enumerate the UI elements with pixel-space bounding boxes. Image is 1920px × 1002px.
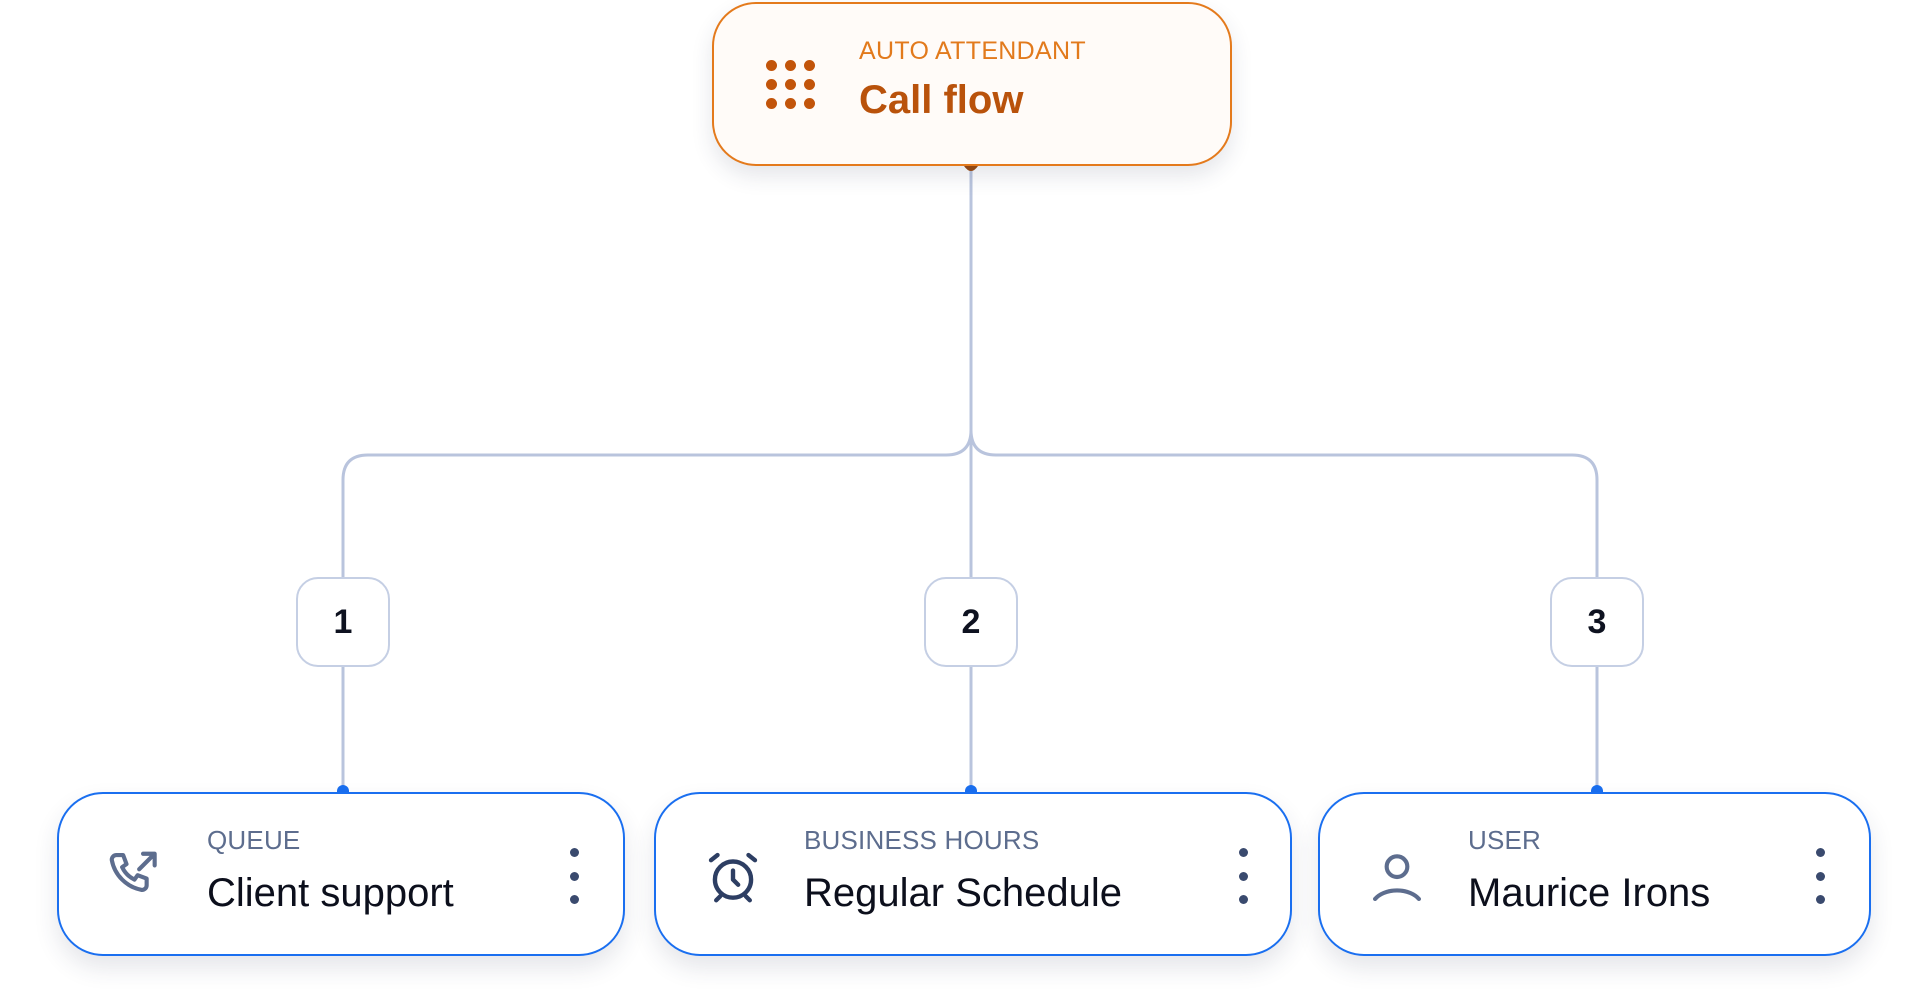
branch-key-badge-2[interactable]: 2	[924, 577, 1018, 667]
connector-anchor	[965, 785, 977, 793]
node-type-label: BUSINESS HOURS	[804, 825, 1040, 855]
connector-anchor	[1591, 785, 1603, 793]
kebab-menu-icon[interactable]	[1808, 848, 1832, 904]
branch-key-badge-1[interactable]: 1	[296, 577, 390, 667]
kebab-menu-icon[interactable]	[562, 848, 586, 904]
node-type-label: AUTO ATTENDANT	[859, 37, 1086, 65]
node-title: Client support	[207, 871, 454, 915]
node-title: Maurice Irons	[1468, 871, 1711, 915]
business-hours-node[interactable]: BUSINESS HOURS Regular Schedule	[654, 792, 1292, 956]
phone-outgoing-icon	[109, 851, 157, 892]
node-title: Call flow	[859, 78, 1024, 122]
alarm-clock-icon	[708, 852, 758, 903]
branch-key-badge-3[interactable]: 3	[1550, 577, 1644, 667]
user-icon	[1372, 854, 1422, 902]
kebab-menu-icon[interactable]	[1231, 848, 1255, 904]
dialpad-icon	[766, 60, 816, 110]
auto-attendant-node[interactable]: AUTO ATTENDANT Call flow	[712, 2, 1232, 166]
queue-node[interactable]: QUEUE Client support	[57, 792, 625, 956]
node-type-label: QUEUE	[207, 825, 301, 855]
node-type-label: USER	[1468, 825, 1542, 855]
node-title: Regular Schedule	[804, 871, 1122, 915]
user-node[interactable]: USER Maurice Irons	[1318, 792, 1871, 956]
connector-anchor	[337, 785, 349, 793]
